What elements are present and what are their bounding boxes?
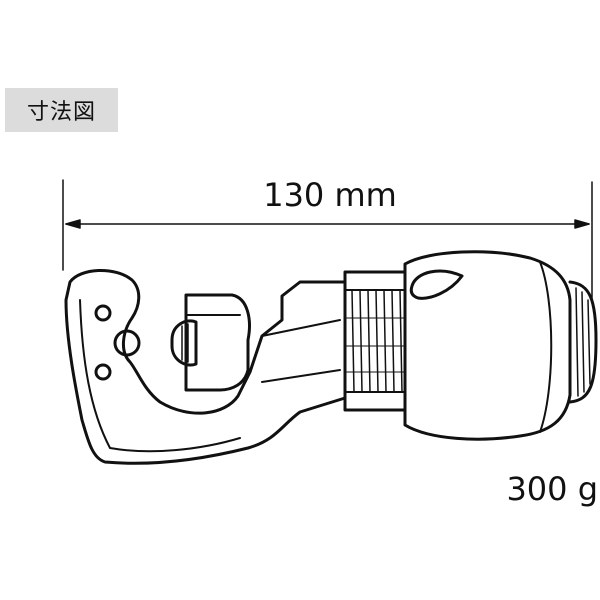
end-cap bbox=[568, 280, 598, 404]
diagram-title: 寸法図 bbox=[26, 100, 96, 125]
grip-contour bbox=[539, 261, 553, 433]
grip-indicator bbox=[409, 269, 464, 300]
frame-hole-top bbox=[94, 304, 112, 322]
diagram-title-tag: 寸法図 bbox=[5, 88, 118, 132]
cutting-wheel bbox=[113, 329, 141, 357]
frame-neck-line bbox=[261, 319, 341, 383]
weight-label: 300 g bbox=[506, 470, 598, 508]
frame-hole-bottom bbox=[94, 363, 112, 381]
frame-inner-line bbox=[79, 299, 241, 453]
end-cap-ridges bbox=[575, 287, 591, 397]
dimension-line bbox=[62, 179, 593, 301]
knurled-ring bbox=[343, 270, 407, 412]
length-dimension-label: 130 mm bbox=[263, 176, 397, 214]
grip-handle bbox=[403, 250, 572, 441]
slider-block bbox=[184, 293, 251, 392]
cutter-roller bbox=[170, 319, 198, 367]
cutter-frame bbox=[64, 268, 347, 465]
